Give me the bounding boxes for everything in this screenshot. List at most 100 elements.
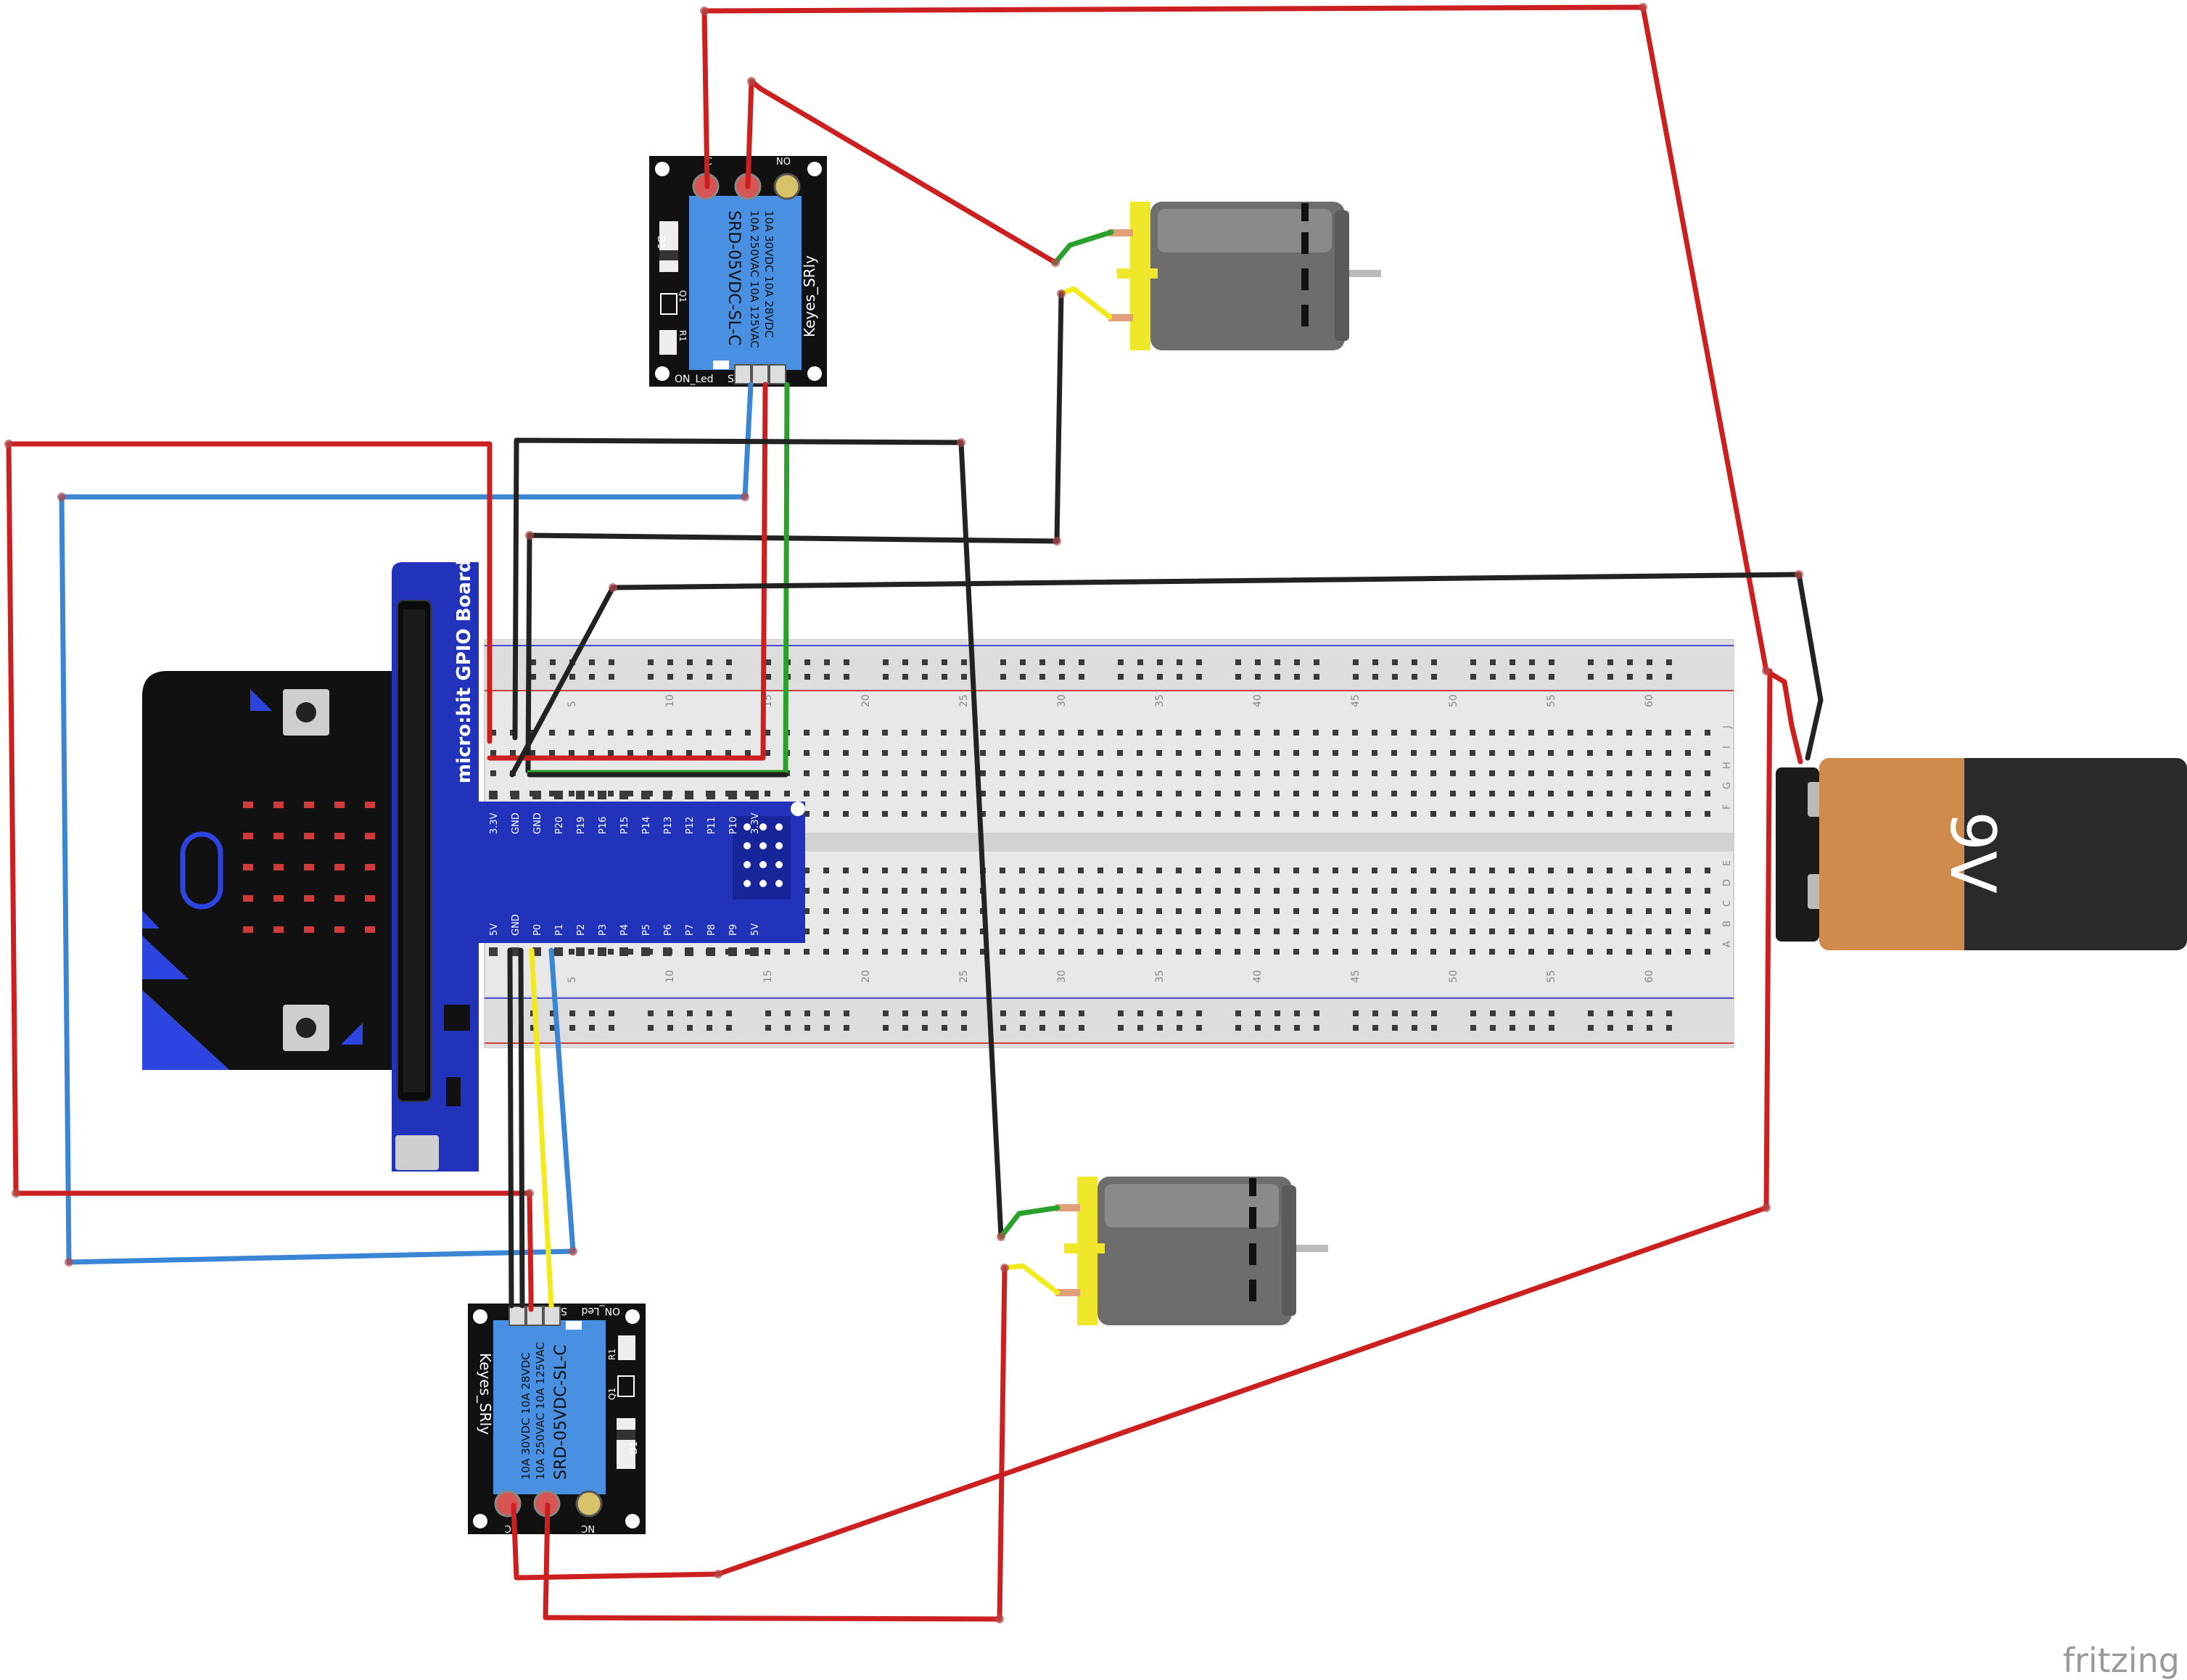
- relay-bottom-label-r1: R1: [607, 1348, 617, 1360]
- microbit-led: [304, 895, 314, 902]
- bb-hole: [1665, 928, 1671, 934]
- bb-rail-hole: [883, 1010, 889, 1016]
- bb-hole: [1352, 928, 1358, 934]
- gpio-pin: [641, 947, 650, 956]
- motor-bottom: [1055, 1177, 1328, 1325]
- bb-hole: [1705, 949, 1710, 955]
- bb-rail-hole: [589, 659, 595, 665]
- bb-hole: [1391, 868, 1397, 873]
- bb-rail-hole: [1666, 674, 1672, 680]
- bb-hole: [1705, 888, 1710, 894]
- bb-hole: [1685, 750, 1691, 756]
- bb-hole: [1097, 770, 1103, 776]
- bb-hole: [1528, 730, 1534, 736]
- bb-hole: [1039, 888, 1045, 894]
- bb-rail-hole: [1196, 1010, 1202, 1016]
- bb-rail-hole: [550, 659, 556, 665]
- bb-hole: [823, 888, 829, 894]
- bb-hole: [1235, 730, 1240, 736]
- bb-hole: [1528, 791, 1534, 796]
- bb-hole: [1528, 868, 1534, 873]
- bb-hole: [1274, 750, 1280, 756]
- bb-hole: [1685, 811, 1691, 817]
- bb-hole: [1019, 791, 1025, 796]
- bb-hole: [1685, 908, 1691, 914]
- bb-hole: [1019, 928, 1025, 934]
- bb-hole: [1039, 730, 1045, 736]
- gpio-dot: [775, 861, 783, 868]
- bb-hole: [1019, 868, 1025, 873]
- bb-hole: [1097, 791, 1103, 796]
- bb-hole: [1313, 908, 1319, 914]
- bb-hole: [1705, 750, 1710, 756]
- bb-rail-hole: [1372, 1010, 1378, 1016]
- bb-rail-hole: [824, 1025, 830, 1031]
- bb-hole: [549, 791, 555, 796]
- bb-hole: [1646, 888, 1652, 894]
- bb-hole: [1293, 750, 1299, 756]
- relay-bottom-rating-1: 10A 250VAC 10A 125VAC: [534, 1342, 547, 1480]
- bb-hole: [1195, 791, 1201, 796]
- bb-hole: [1450, 770, 1456, 776]
- bb-hole: [980, 730, 986, 736]
- bb-hole: [1665, 868, 1671, 873]
- gpio-dot: [775, 823, 783, 831]
- bb-col-number: 55: [1546, 970, 1557, 983]
- bb-hole: [804, 811, 810, 817]
- gpio-pin-label: P4: [619, 924, 630, 936]
- gpio-dot: [759, 861, 767, 868]
- bb-rail-hole: [1079, 1010, 1084, 1016]
- bb-hole: [1626, 811, 1632, 817]
- bb-hole: [1626, 949, 1632, 955]
- gpio-pin: [663, 791, 672, 799]
- bb-rail-hole: [1196, 674, 1202, 680]
- bb-hole: [1705, 730, 1710, 736]
- bb-hole: [1568, 730, 1573, 736]
- bb-hole: [1195, 730, 1201, 736]
- bb-rail-hole: [883, 659, 889, 665]
- bb-rail-hole: [1510, 674, 1515, 680]
- microbit-led: [334, 895, 345, 902]
- bb-hole: [1000, 791, 1005, 796]
- gpio-pin-label: P6: [663, 924, 674, 936]
- bb-hole: [1137, 750, 1142, 756]
- bb-rail-hole: [1666, 1010, 1672, 1016]
- gpio-pin-label: P14: [641, 817, 652, 834]
- bb-hole: [1470, 888, 1475, 894]
- bb-rail-hole: [1157, 1025, 1163, 1031]
- bb-hole: [627, 730, 633, 736]
- bb-rail-hole: [726, 1025, 732, 1031]
- gpio-pin-label: P19: [576, 817, 587, 834]
- bb-rail-hole: [1196, 659, 1202, 665]
- bb-rail-hole: [1666, 659, 1672, 665]
- bb-rail-hole: [961, 1010, 967, 1016]
- bb-hole: [1254, 730, 1260, 736]
- bb-hole: [1000, 770, 1005, 776]
- gpio-pin: [511, 791, 519, 799]
- bb-rail-hole: [1490, 659, 1496, 665]
- bb-rail-hole: [687, 659, 693, 665]
- bb-rail-hole: [1000, 1025, 1006, 1031]
- bb-hole: [1039, 868, 1045, 873]
- microbit-led: [273, 864, 284, 870]
- bb-rail-hole: [1177, 659, 1182, 665]
- bb-rail-hole: [1059, 1010, 1065, 1016]
- microbit-led: [334, 864, 345, 870]
- gpio-board-title: micro:bit GPIO Board: [453, 559, 475, 783]
- bb-rail-hole: [1137, 1010, 1143, 1016]
- relay-top-label-onled: ON_Led: [675, 374, 714, 385]
- bb-hole: [1352, 811, 1358, 817]
- microbit-led: [273, 833, 284, 839]
- bb-hole: [1646, 928, 1652, 934]
- gpio-pin: [489, 947, 498, 956]
- gpio-pin: [641, 791, 650, 799]
- bb-hole: [960, 750, 966, 756]
- bb-rail-hole: [1549, 659, 1554, 665]
- bb-hole: [569, 791, 574, 796]
- bb-rail-hole: [1607, 1025, 1613, 1031]
- bb-col-number: 10: [664, 694, 676, 707]
- bb-rail-hole: [1353, 674, 1359, 680]
- bb-hole: [1235, 811, 1240, 817]
- bb-hole: [921, 868, 927, 873]
- bb-rail-hole: [1529, 659, 1535, 665]
